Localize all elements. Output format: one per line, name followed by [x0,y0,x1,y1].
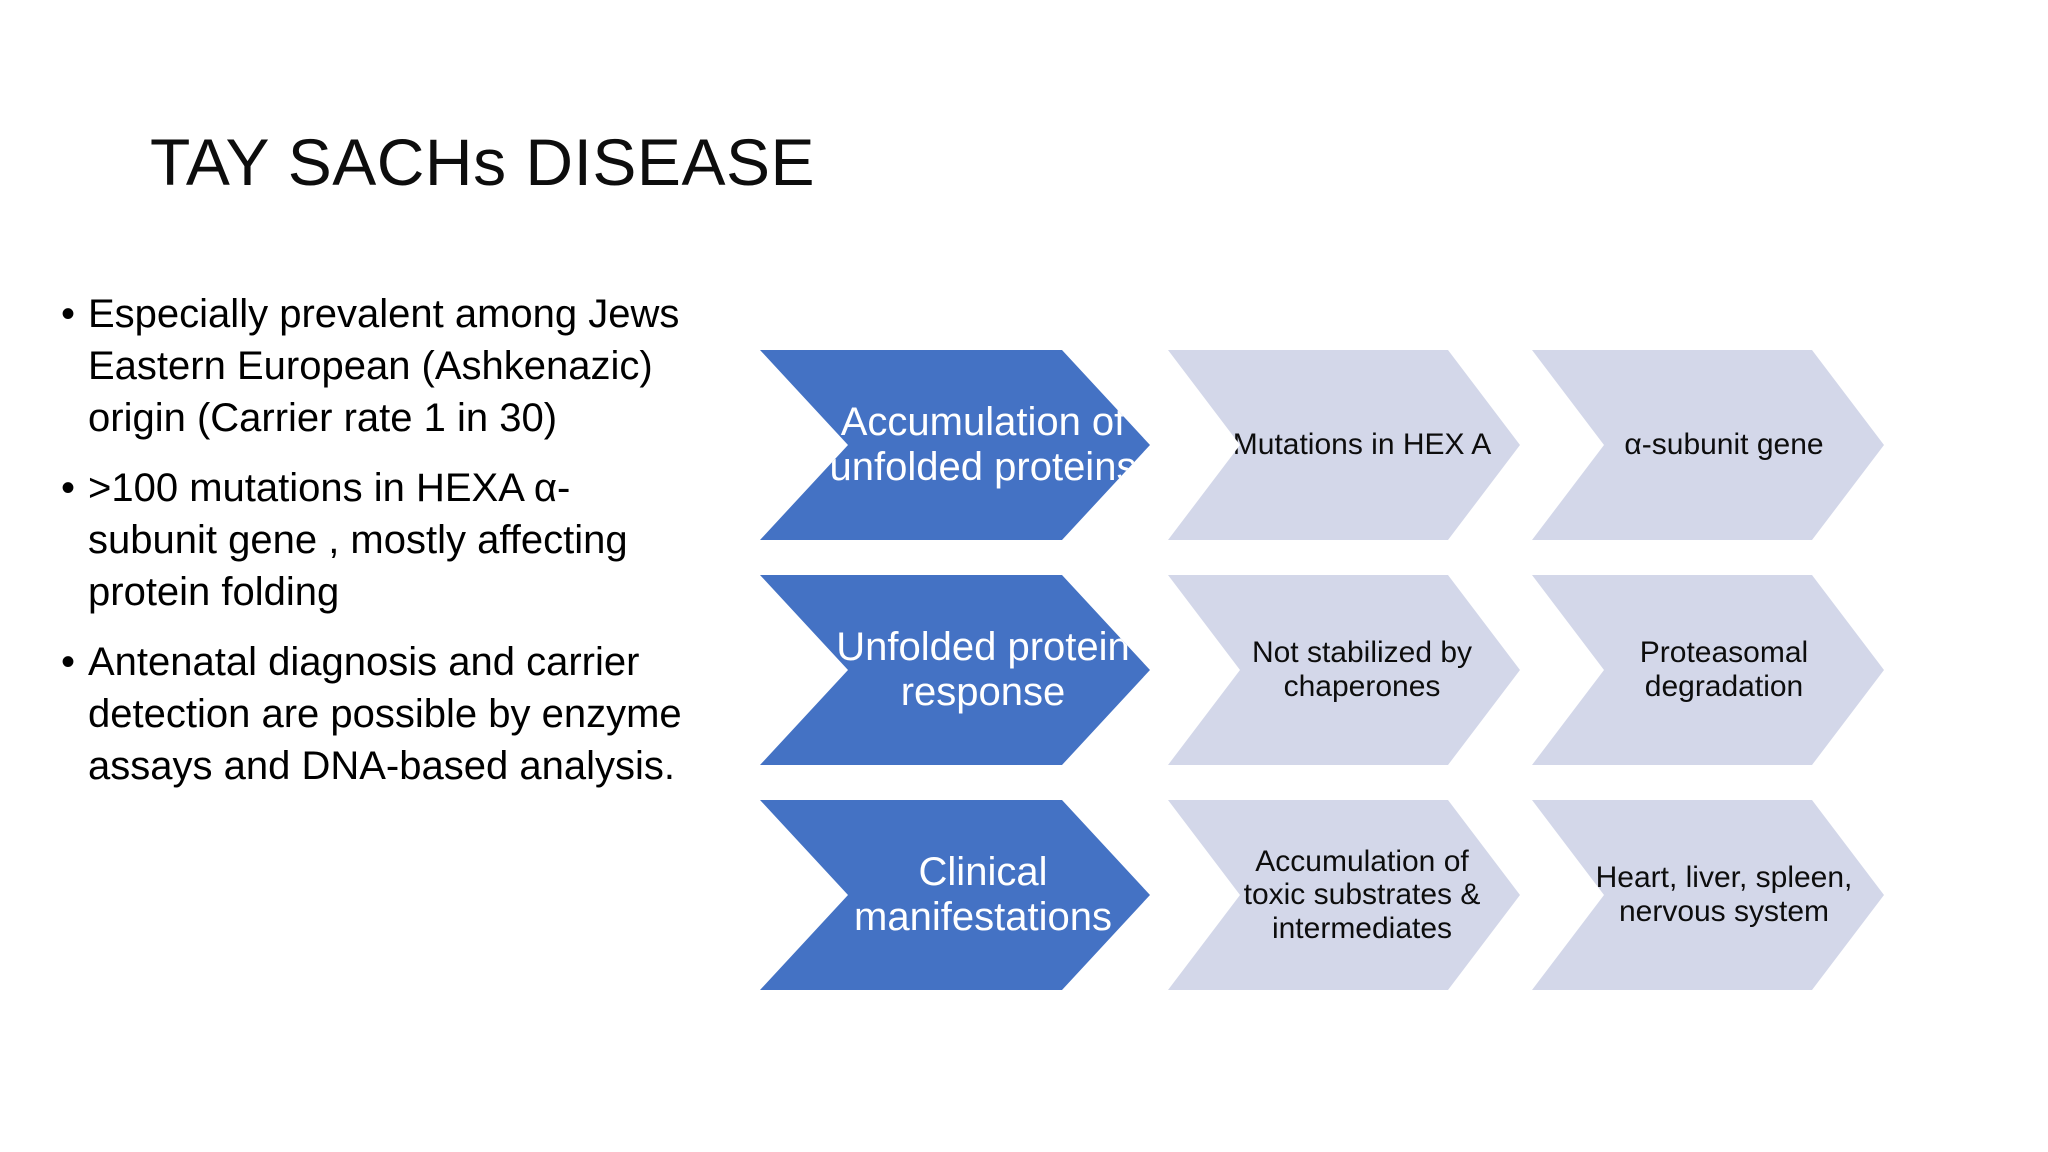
chevron-row: Accumulation of unfolded proteins Mutati… [760,350,2010,540]
chevron-label: Accumulation of unfolded proteins [829,400,1137,489]
list-item-label: >100 mutations in HEXA α-subunit gene , … [88,466,628,614]
chevron-primary-step: Unfolded protein response [760,575,1150,765]
list-item-label: Antenatal diagnosis and carrier detectio… [88,640,682,788]
list-item-label: Especially prevalent among Jews Eastern … [88,292,680,440]
chevron-label: Mutations in HEX A [1232,428,1492,462]
bullet-list: • Especially prevalent among Jews Easter… [48,288,688,810]
chevron-process-diagram: Accumulation of unfolded proteins Mutati… [760,350,2010,990]
bullet-point-icon: • [60,640,75,684]
chevron-label: Unfolded protein response [836,625,1130,714]
chevron-step: Accumulation of toxic substrates & inter… [1168,800,1520,990]
chevron-row: Clinical manifestations Accumulation of … [760,800,2010,990]
chevron-primary-step: Accumulation of unfolded proteins [760,350,1150,540]
list-item: • >100 mutations in HEXA α-subunit gene … [48,462,688,618]
chevron-step: Heart, liver, spleen, nervous system [1532,800,1884,990]
bullet-point-icon: • [60,466,75,510]
chevron-label: α-subunit gene [1624,428,1824,462]
chevron-label: Accumulation of toxic substrates & inter… [1243,844,1481,945]
chevron-primary-step: Clinical manifestations [760,800,1150,990]
chevron-step: Proteasomal degradation [1532,575,1884,765]
chevron-step: Mutations in HEX A [1168,350,1520,540]
bullet-point-icon: • [60,292,75,336]
chevron-label: Proteasomal degradation [1639,636,1809,703]
chevron-step: Not stabilized by chaperones [1168,575,1520,765]
chevron-label: Heart, liver, spleen, nervous system [1595,861,1853,928]
list-item: • Especially prevalent among Jews Easter… [48,288,688,444]
list-item: • Antenatal diagnosis and carrier detect… [48,636,688,792]
chevron-label: Clinical manifestations [854,850,1112,939]
chevron-row: Unfolded protein response Not stabilized… [760,575,2010,765]
chevron-label: Not stabilized by chaperones [1251,636,1473,703]
page-title: TAY SACHs DISEASE [150,125,816,199]
chevron-step: α-subunit gene [1532,350,1884,540]
